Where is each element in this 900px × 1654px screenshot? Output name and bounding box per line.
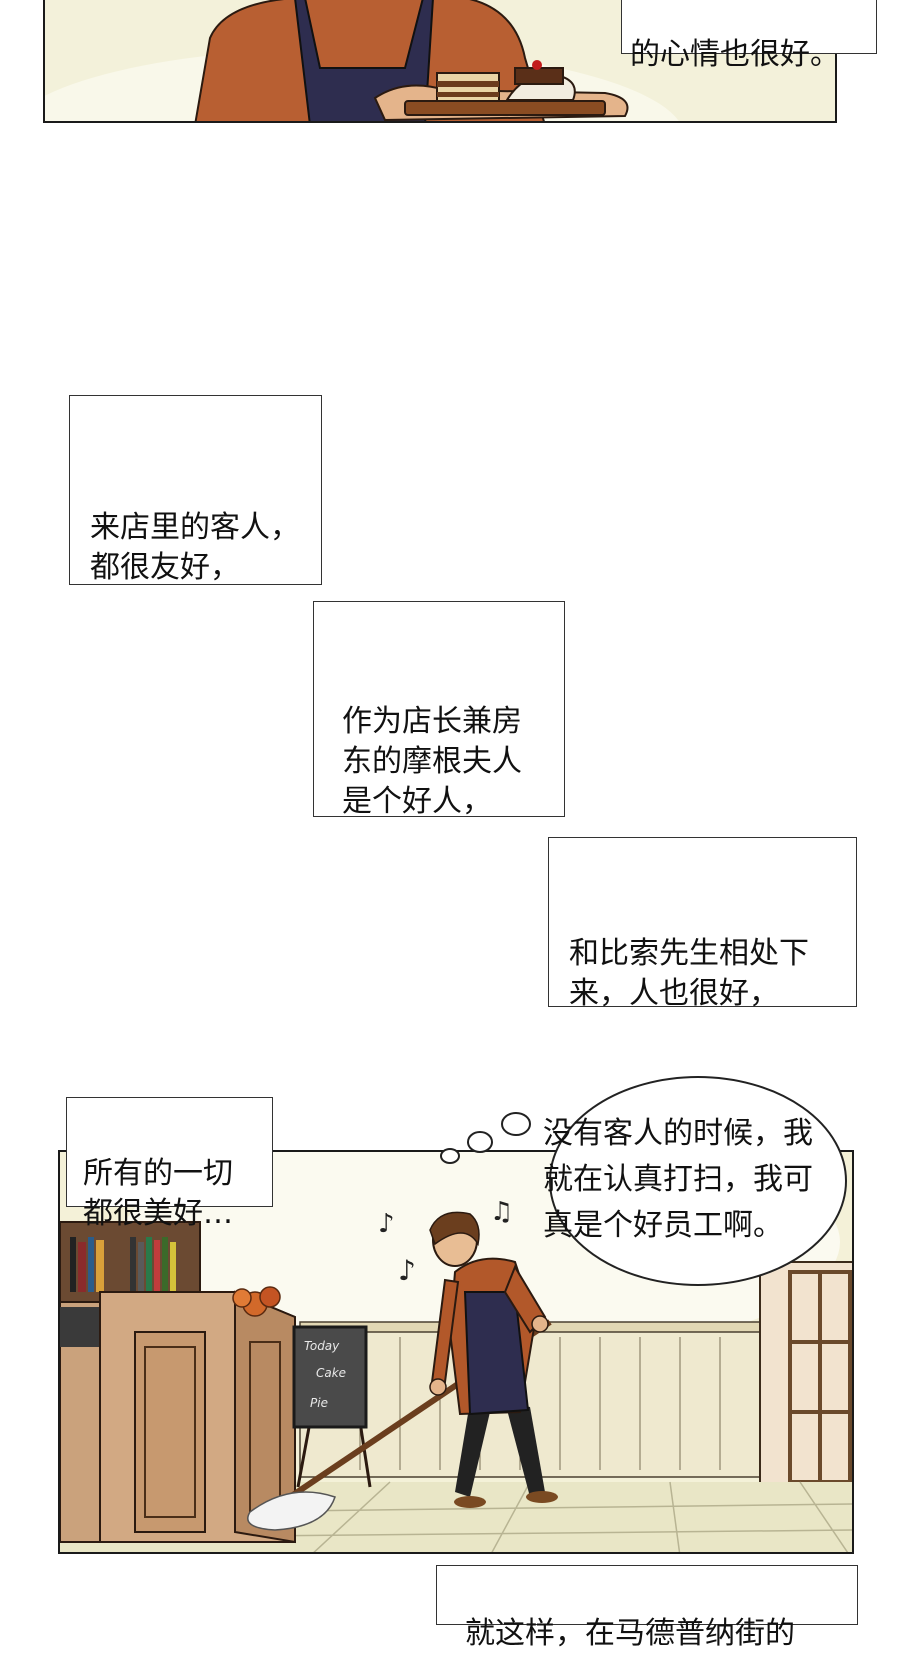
thought-bubble	[440, 1076, 847, 1286]
svg-text:♪: ♪	[398, 1254, 416, 1287]
caption-box-1: 来店里的客人， 都很友好，	[69, 395, 322, 585]
chalkboard: Today Cake Pie	[292, 1325, 372, 1488]
music-notes-icon: ♪ ♪ ♫	[378, 1197, 513, 1287]
top-caption-text: 的心情也很好。	[630, 37, 840, 72]
svg-text:♫: ♫	[490, 1197, 513, 1227]
top-caption: 的心情也很好。	[621, 0, 877, 72]
chalkboard-line-1: Today	[304, 1339, 340, 1353]
caption-box-2: 作为店长兼房 东的摩根夫人 是个好人，	[313, 601, 565, 819]
caption-text-3: 和比索先生相处下 来，人也很好，	[569, 936, 809, 1011]
thought-bubble-text: 没有客人的时候，我 就在认真打扫，我可 真是个好员工啊。	[543, 1116, 813, 1243]
caption-text-2: 作为店长兼房 东的摩根夫人 是个好人，	[342, 704, 522, 819]
bottom-caption: 就这样，在马德普纳街的	[436, 1565, 858, 1651]
caption-text-4: 所有的一切 都很美好…	[83, 1156, 233, 1231]
caption-text-1: 来店里的客人， 都很友好，	[90, 510, 300, 585]
woman-mopping	[247, 1211, 558, 1531]
caption-box-3: 和比索先生相处下 来，人也很好，	[548, 837, 857, 1011]
chalkboard-line-3: Pie	[310, 1396, 328, 1410]
chalkboard-line-2: Cake	[316, 1366, 346, 1380]
svg-text:♪: ♪	[378, 1209, 395, 1239]
bottom-caption-text: 就这样，在马德普纳街的	[465, 1616, 795, 1651]
caption-box-4: 所有的一切 都很美好…	[66, 1097, 273, 1231]
top-panel-art	[45, 0, 835, 121]
